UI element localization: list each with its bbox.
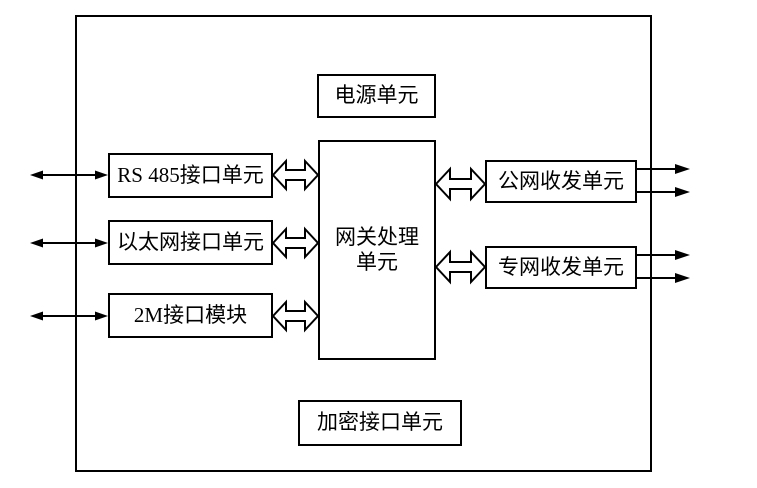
block-public-network-transceiver-unit: 公网收发单元 (485, 160, 637, 203)
block-2m-interface-module-label: 2M接口模块 (133, 302, 248, 327)
block-private-network-transceiver-unit-label: 专网收发单元 (498, 254, 624, 279)
block-power-unit-label: 电源单元 (334, 83, 419, 108)
block-2m-interface-module: 2M接口模块 (108, 293, 273, 338)
block-private-network-transceiver-unit: 专网收发单元 (485, 246, 637, 289)
block-gateway-processing-unit: 网关处理 单元 (318, 140, 436, 360)
block-rs485-interface-unit-label: RS 485接口单元 (117, 162, 264, 187)
block-encryption-interface-unit: 加密接口单元 (298, 400, 462, 446)
block-power-unit: 电源单元 (317, 74, 436, 118)
block-public-network-transceiver-unit-label: 公网收发单元 (498, 168, 624, 193)
block-ethernet-interface-unit: 以太网接口单元 (108, 220, 273, 265)
block-encryption-interface-unit-label: 加密接口单元 (317, 410, 443, 435)
block-ethernet-interface-unit-label: 以太网接口单元 (117, 229, 264, 254)
block-gateway-processing-unit-label-line2: 单元 (356, 250, 398, 274)
block-rs485-interface-unit: RS 485接口单元 (108, 153, 273, 198)
block-gateway-processing-unit-label-line1: 网关处理 (335, 224, 419, 249)
